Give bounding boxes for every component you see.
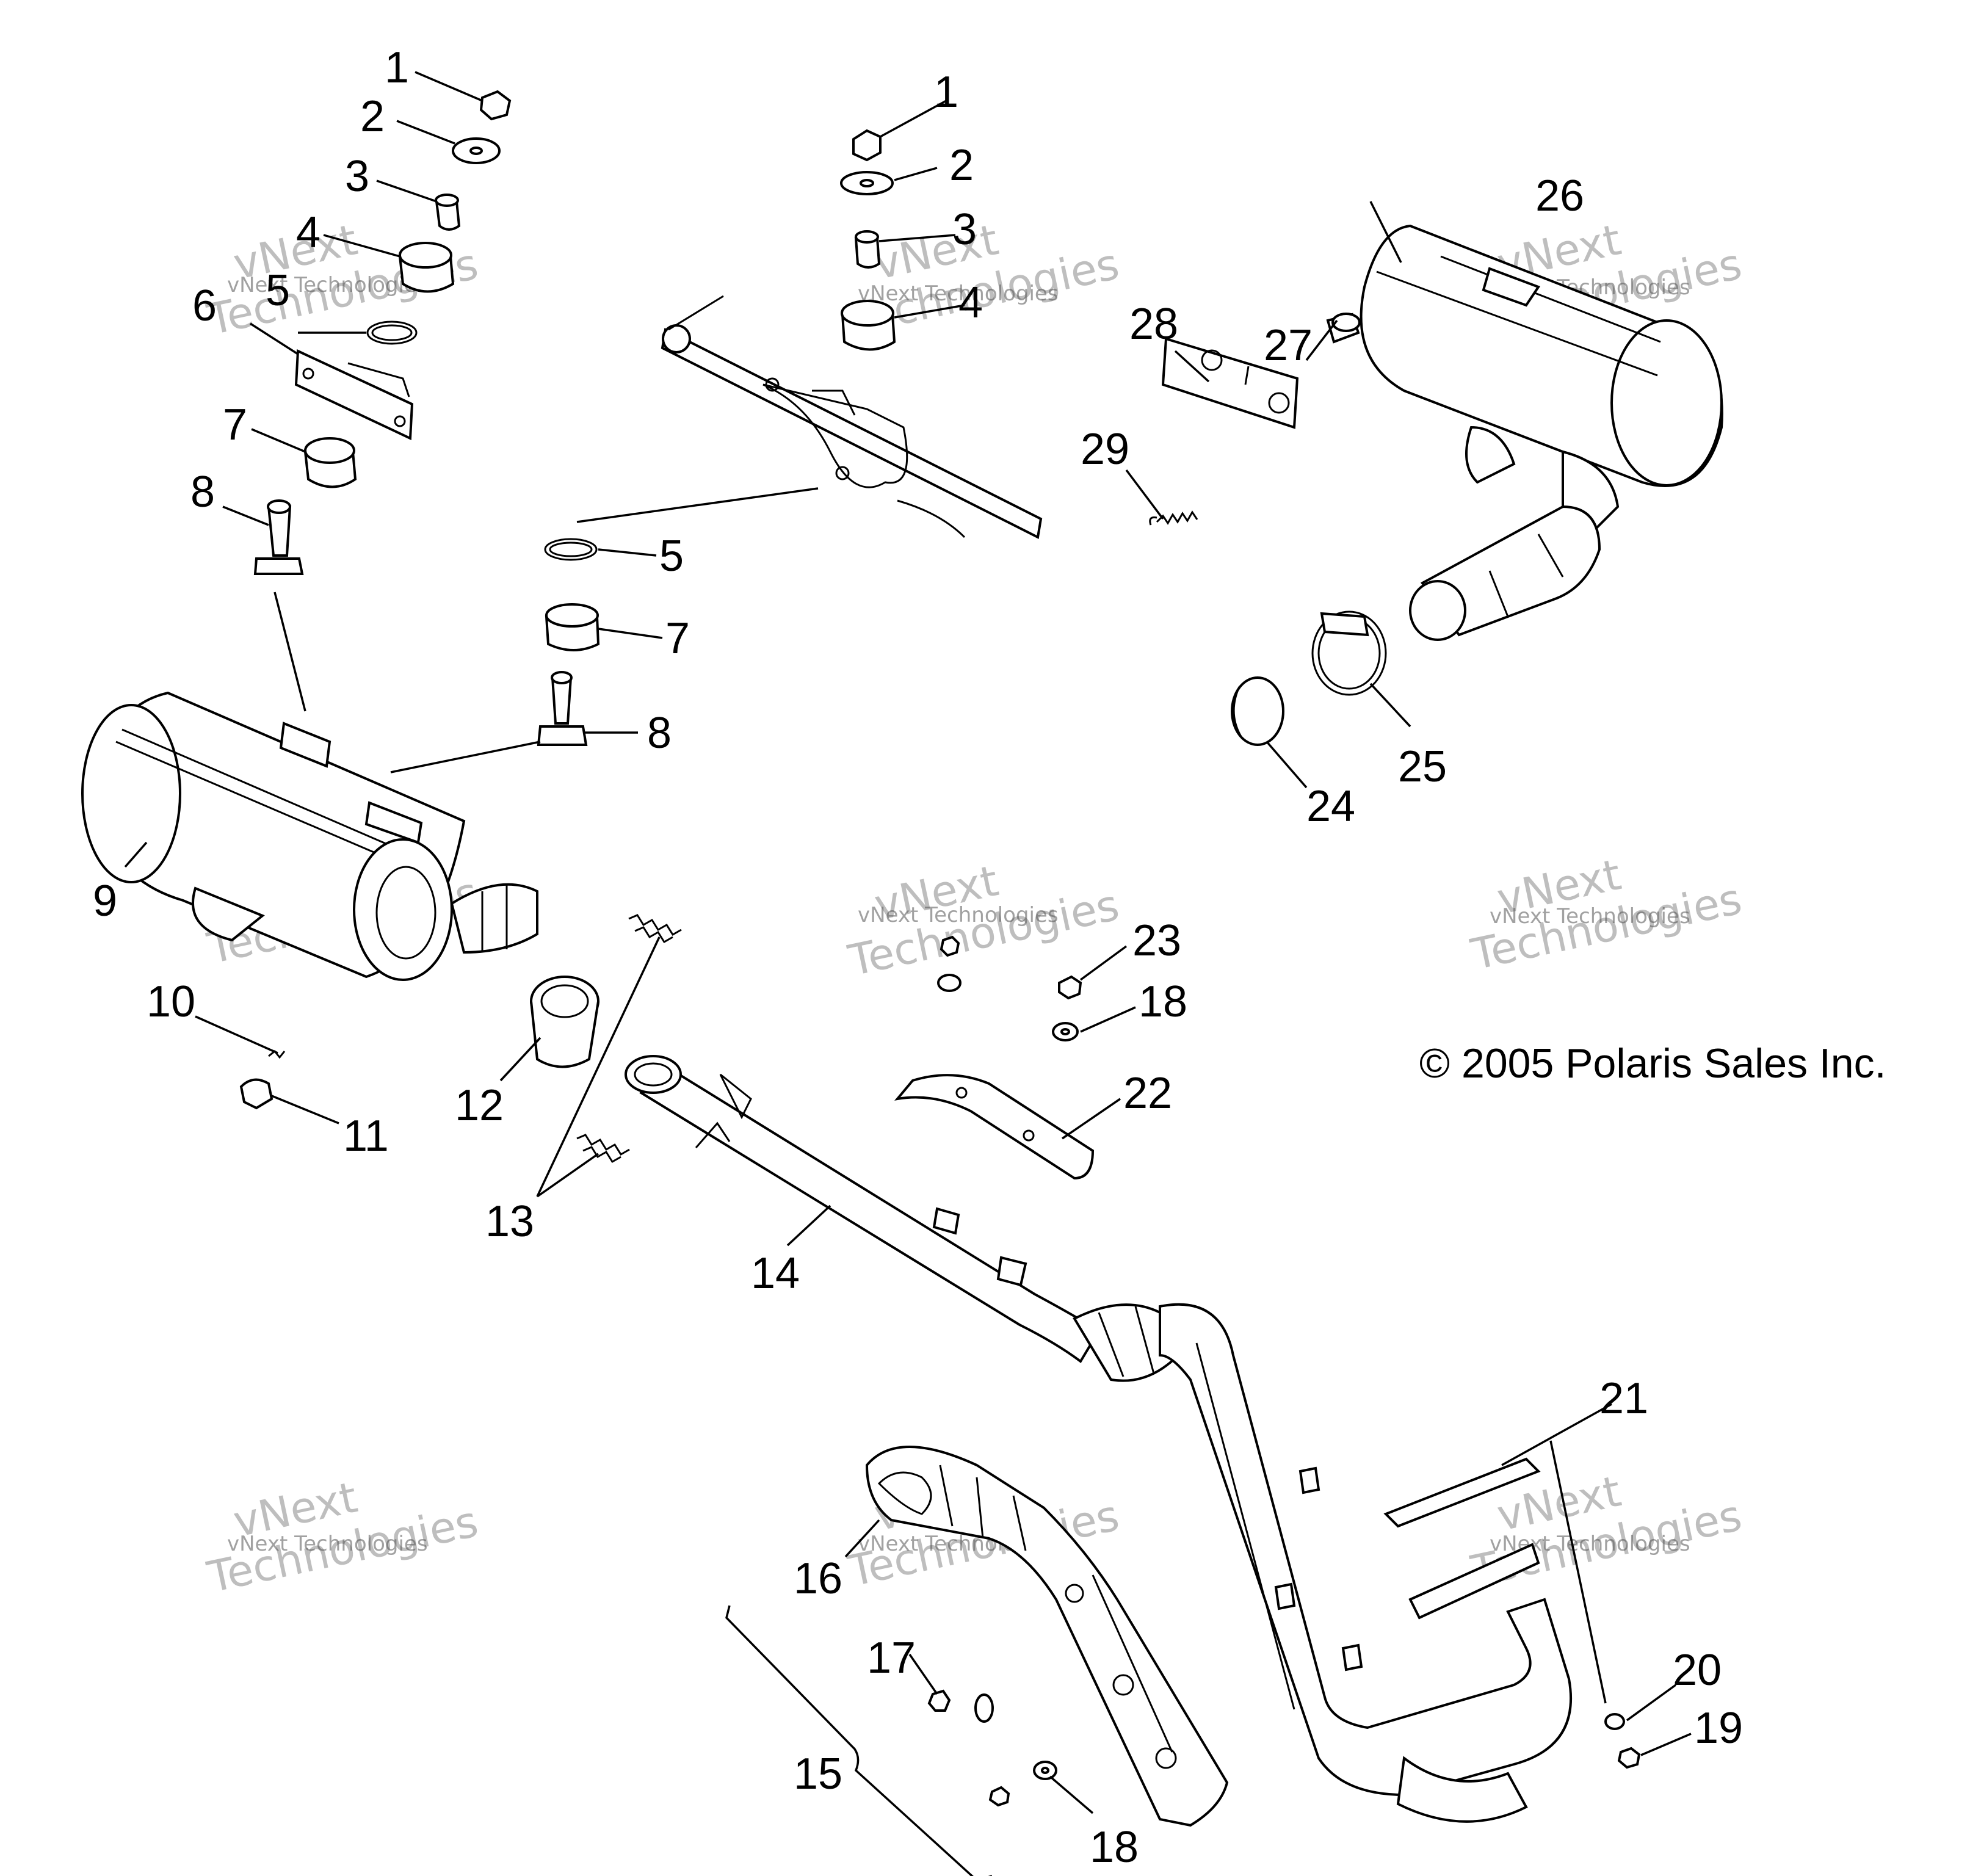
spacer-part bbox=[435, 200, 461, 231]
part-20 bbox=[1604, 1713, 1625, 1730]
part-18-mid bbox=[937, 974, 962, 992]
callout-7-left: 7 bbox=[223, 400, 247, 449]
callout-15: 15 bbox=[794, 1750, 842, 1798]
callout-17: 17 bbox=[867, 1634, 916, 1682]
frame-rail bbox=[661, 295, 1043, 540]
part-16 bbox=[865, 1446, 1229, 1827]
callout-5-left: 5 bbox=[266, 266, 290, 315]
svg-text:vNext Technologies: vNext Technologies bbox=[858, 903, 1059, 927]
watermark-caption: vNext Technologies bbox=[227, 273, 428, 297]
callout-8-center: 8 bbox=[647, 709, 672, 758]
nut-part-center bbox=[852, 129, 882, 162]
nut-part bbox=[479, 90, 512, 121]
callout-13: 13 bbox=[485, 1197, 534, 1246]
callout-28: 28 bbox=[1129, 300, 1178, 349]
bracket-plate-part bbox=[294, 349, 414, 441]
part-13-lower bbox=[576, 1134, 630, 1164]
callout-8-left: 8 bbox=[190, 468, 215, 516]
callout-29: 29 bbox=[1081, 425, 1129, 474]
part-21 bbox=[1383, 1457, 1541, 1528]
callout-24: 24 bbox=[1306, 782, 1355, 831]
part-28 bbox=[1161, 337, 1299, 429]
part-10 bbox=[268, 1049, 286, 1059]
callout-4-left: 4 bbox=[296, 208, 321, 257]
part-18-upper bbox=[1052, 1022, 1079, 1041]
callout-21: 21 bbox=[1599, 1374, 1648, 1423]
callout-2-left: 2 bbox=[360, 92, 385, 141]
callout-19: 19 bbox=[1694, 1704, 1743, 1753]
callout-10: 10 bbox=[147, 977, 195, 1026]
callout-1-left: 1 bbox=[385, 43, 409, 92]
part-24 bbox=[1231, 676, 1284, 746]
callout-3-left: 3 bbox=[345, 152, 369, 201]
header-pipe bbox=[625, 1055, 1573, 1823]
part-25 bbox=[1311, 610, 1387, 696]
callout-18-lower: 18 bbox=[1090, 1823, 1139, 1872]
part-18-mid-2 bbox=[940, 935, 960, 957]
part-19 bbox=[1617, 1747, 1641, 1769]
callout-14: 14 bbox=[751, 1249, 800, 1298]
watermark-6: vNext Technologies bbox=[1466, 849, 1746, 980]
callout-23: 23 bbox=[1132, 916, 1181, 965]
callout-7-center: 7 bbox=[665, 614, 690, 663]
watermark-7: vNext Technologies bbox=[203, 1472, 482, 1603]
callout-18-upper: 18 bbox=[1139, 977, 1187, 1026]
callout-25: 25 bbox=[1398, 742, 1447, 791]
callout-26: 26 bbox=[1535, 172, 1584, 220]
part-11 bbox=[239, 1078, 273, 1110]
part-18-lower-bolt bbox=[988, 1786, 1010, 1807]
left-hardware-stack bbox=[253, 90, 512, 575]
part-12 bbox=[530, 976, 599, 1068]
callout-16: 16 bbox=[794, 1554, 842, 1603]
callout-labels: 1 2 3 4 5 6 7 8 9 10 11 12 13 14 15 16 1… bbox=[93, 43, 1743, 1872]
callout-4-center: 4 bbox=[958, 278, 983, 327]
part-23 bbox=[1058, 975, 1082, 1000]
callout-2-center: 2 bbox=[949, 141, 974, 190]
part-22 bbox=[894, 1074, 1095, 1180]
callout-9: 9 bbox=[93, 877, 117, 925]
center-hardware-stack bbox=[537, 129, 896, 746]
callout-5-center: 5 bbox=[659, 532, 684, 581]
bracket-lower-right bbox=[1408, 1543, 1540, 1620]
part-29 bbox=[1149, 510, 1198, 526]
part-17 bbox=[927, 1689, 951, 1712]
part-18-lower bbox=[1033, 1761, 1057, 1780]
callout-1-center: 1 bbox=[934, 68, 958, 117]
callout-12: 12 bbox=[455, 1081, 504, 1130]
svg-text:vNext Technologies: vNext Technologies bbox=[227, 1532, 428, 1556]
muffler-right bbox=[1360, 224, 1723, 641]
callout-11: 11 bbox=[343, 1112, 389, 1161]
bolt-part bbox=[267, 505, 292, 557]
callout-22: 22 bbox=[1123, 1069, 1172, 1118]
callout-6-left: 6 bbox=[192, 281, 217, 330]
callout-27: 27 bbox=[1264, 321, 1313, 370]
svg-text:vNext Technologies: vNext Technologies bbox=[858, 281, 1059, 306]
part-17-washer bbox=[974, 1693, 994, 1723]
muffler-left bbox=[81, 691, 538, 981]
part-13-upper bbox=[628, 914, 682, 944]
leader-lines bbox=[124, 71, 1692, 1876]
copyright-text: © 2005 Polaris Sales Inc. bbox=[1419, 1040, 1886, 1087]
ring-part bbox=[366, 321, 418, 345]
callout-20: 20 bbox=[1673, 1646, 1722, 1695]
callout-3-center: 3 bbox=[952, 205, 977, 254]
svg-text:vNext Technologies: vNext Technologies bbox=[1490, 904, 1690, 929]
